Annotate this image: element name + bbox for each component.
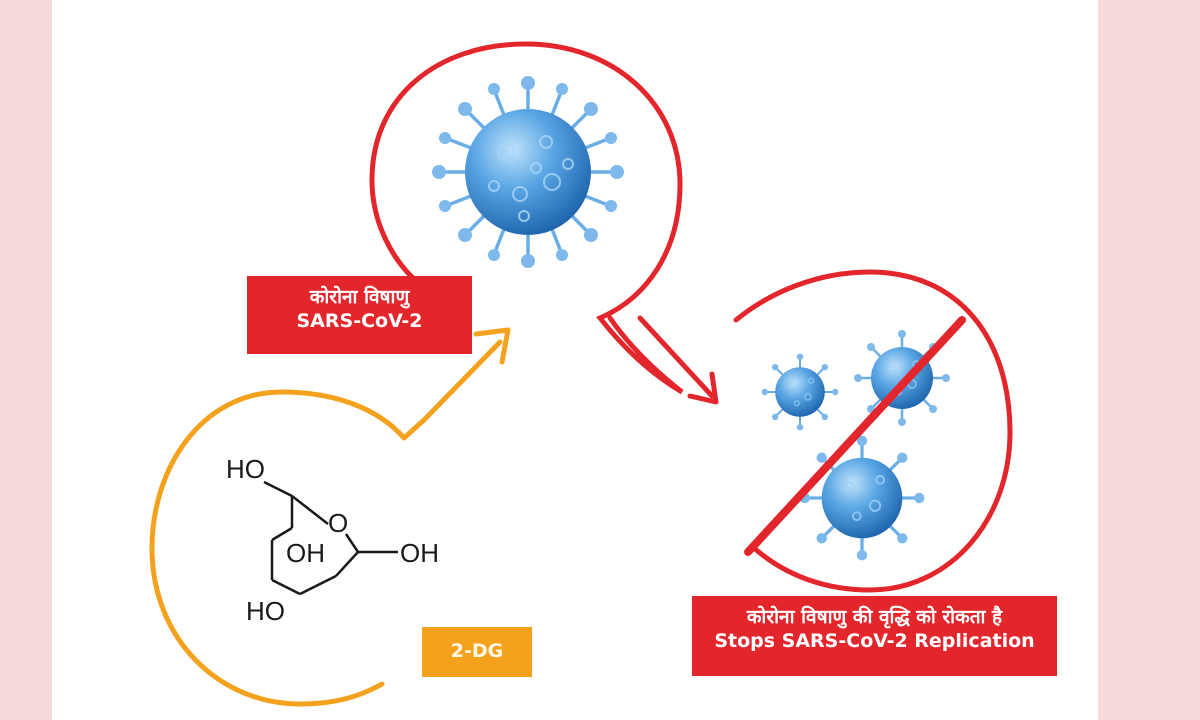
molecule-structure: HO O OH OH HO: [226, 454, 439, 626]
inhibition-label-english: Stops SARS-CoV-2 Replication: [714, 629, 1035, 652]
virus-label: कोरोना विषाणु SARS-CoV-2: [247, 276, 472, 354]
diagram-canvas: HO O OH OH HO कोरोना विषाणु SARS-CoV-2 2…: [52, 0, 1098, 720]
coronavirus-icon: [432, 76, 624, 268]
virus-bubble-outline: [369, 41, 684, 395]
inhibition-label-hindi: कोरोना विषाणु की वृद्धि को रोकता है: [746, 606, 1003, 628]
inhibition-label: कोरोना विषाणु की वृद्धि को रोकता है Stop…: [692, 596, 1057, 676]
prohibition-icon: [744, 316, 966, 556]
molecule-group-ho-top: HO: [226, 454, 265, 484]
virus-small-icon: [760, 352, 840, 432]
molecule-group-o-ring: O: [328, 508, 348, 538]
virus-label-english: SARS-CoV-2: [296, 309, 423, 332]
drug-bubble-outline: [149, 389, 407, 707]
virus-label-hindi: कोरोना विषाणु: [309, 286, 410, 308]
arrow-icon: [637, 315, 715, 399]
molecule-group-oh-inner: OH: [286, 538, 325, 568]
virus-large-icon: [797, 433, 927, 563]
molecule-group-ho-bottom: HO: [246, 596, 285, 626]
molecule-group-oh-right: OH: [400, 538, 439, 568]
drug-label: 2-DG: [422, 627, 532, 677]
diagram-graphics: HO O OH OH HO: [149, 41, 1013, 707]
inhibition-bubble-outline: [733, 269, 1013, 593]
